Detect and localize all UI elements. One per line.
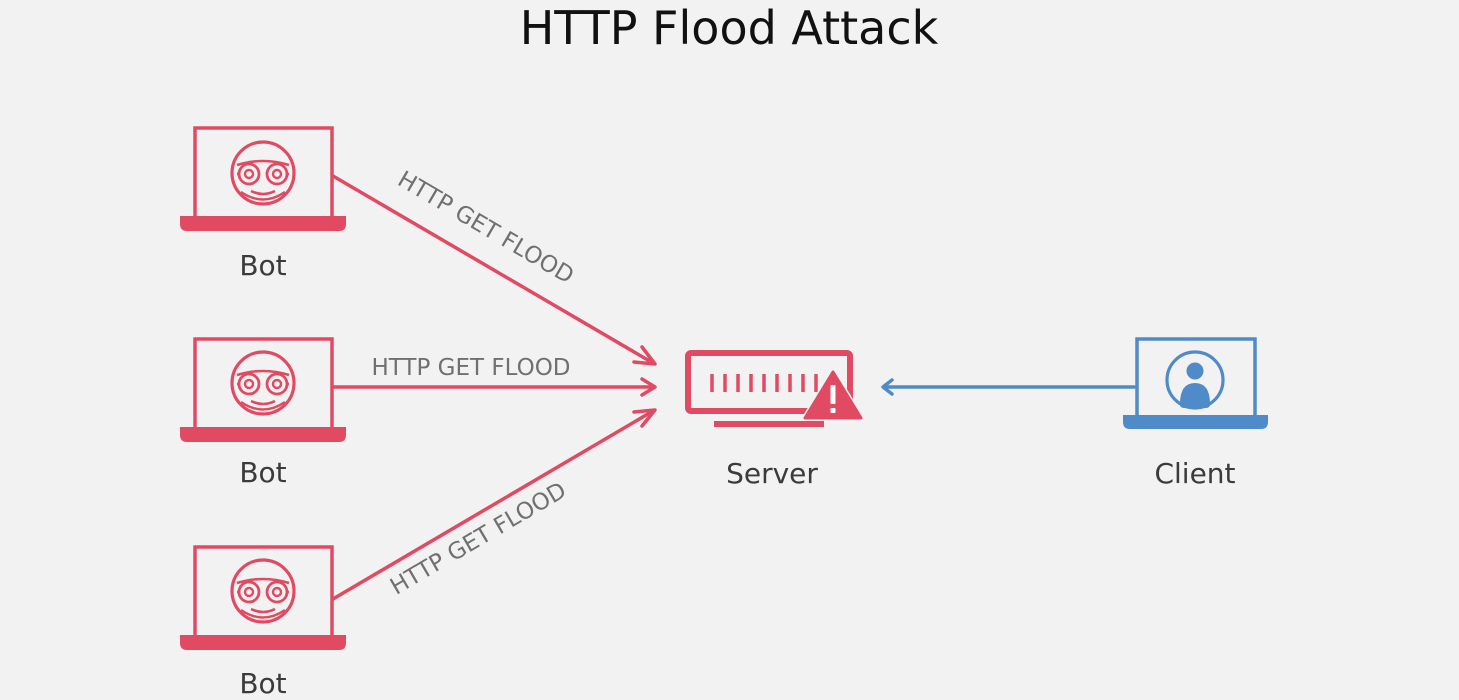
node-server: Server [685, 350, 864, 490]
node-bot-1: Bot [180, 126, 346, 282]
node-bot-3: Bot [180, 545, 346, 700]
edge-bot-1-to-server: HTTP GET FLOOD [331, 167, 657, 366]
robot-laptop-icon [180, 545, 346, 650]
node-label-bot-2: Bot [239, 456, 286, 489]
node-label-server: Server [726, 457, 818, 490]
node-label-bot-1: Bot [239, 249, 286, 282]
warning-triangle-icon [802, 369, 864, 421]
edge-label-bot-3: HTTP GET FLOOD [386, 478, 571, 601]
robot-laptop-icon [180, 337, 346, 442]
node-label-bot-3: Bot [239, 667, 286, 700]
server-warning-icon [685, 350, 864, 427]
node-client: Client [1123, 337, 1268, 490]
edge-label-bot-2: HTTP GET FLOOD [371, 355, 570, 381]
edge-bot-2-to-server: HTTP GET FLOOD [331, 355, 657, 397]
user-laptop-icon [1123, 337, 1268, 429]
node-bot-2: Bot [180, 337, 346, 489]
edge-client-to-server [881, 378, 1136, 396]
diagram-title: HTTP Flood Attack [520, 1, 939, 55]
node-label-client: Client [1154, 457, 1235, 490]
robot-laptop-icon [180, 126, 346, 231]
edge-bot-3-to-server: HTTP GET FLOOD [331, 408, 657, 601]
